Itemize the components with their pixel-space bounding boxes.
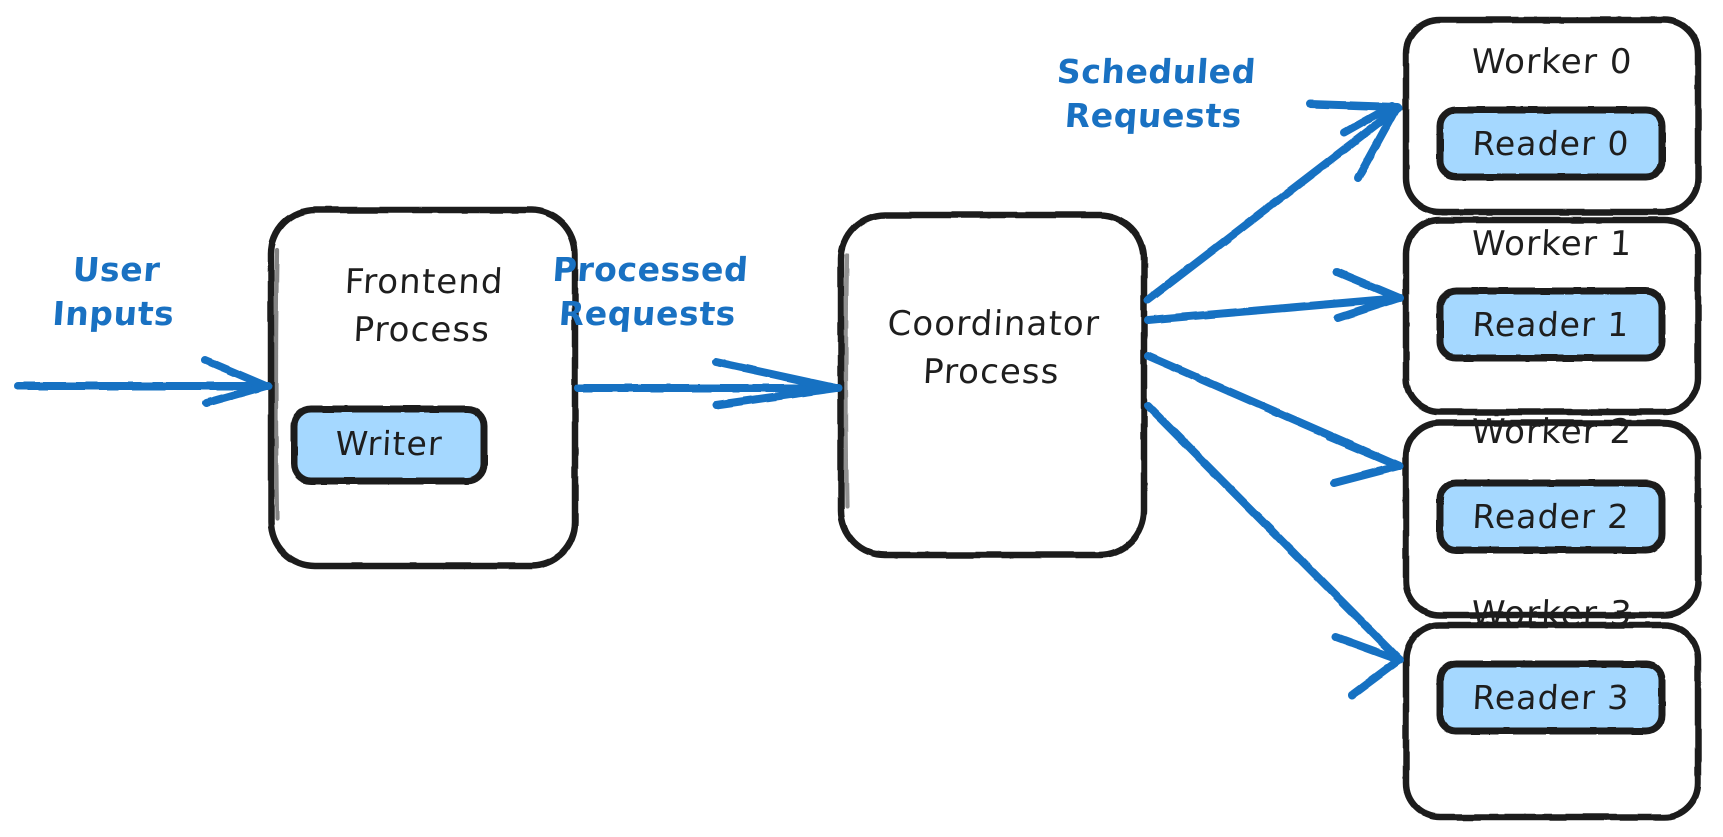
scheduled-requests-pointer: [1340, 102, 1396, 137]
reader-2-node[interactable]: [1440, 483, 1662, 550]
arrow-user-inputs-to-frontend: [14, 356, 272, 407]
arrow-frontend-to-coordinator: [574, 358, 842, 409]
writer-node[interactable]: [294, 409, 484, 481]
coordinator-process-node[interactable]: [841, 215, 1144, 555]
arrow-coordinator-to-worker-2: [1144, 352, 1404, 487]
frontend-process-node[interactable]: [271, 210, 575, 566]
label-scheduled-requests: Scheduled Requests: [1055, 52, 1258, 135]
reader-3-node[interactable]: [1440, 664, 1662, 731]
reader-1-node[interactable]: [1440, 291, 1662, 358]
label-user-inputs: User Inputs: [51, 250, 176, 333]
arrow-coordinator-to-worker-3: [1144, 402, 1404, 699]
arrow-coordinator-to-worker-1: [1144, 268, 1404, 324]
reader-0-node[interactable]: [1440, 110, 1662, 177]
